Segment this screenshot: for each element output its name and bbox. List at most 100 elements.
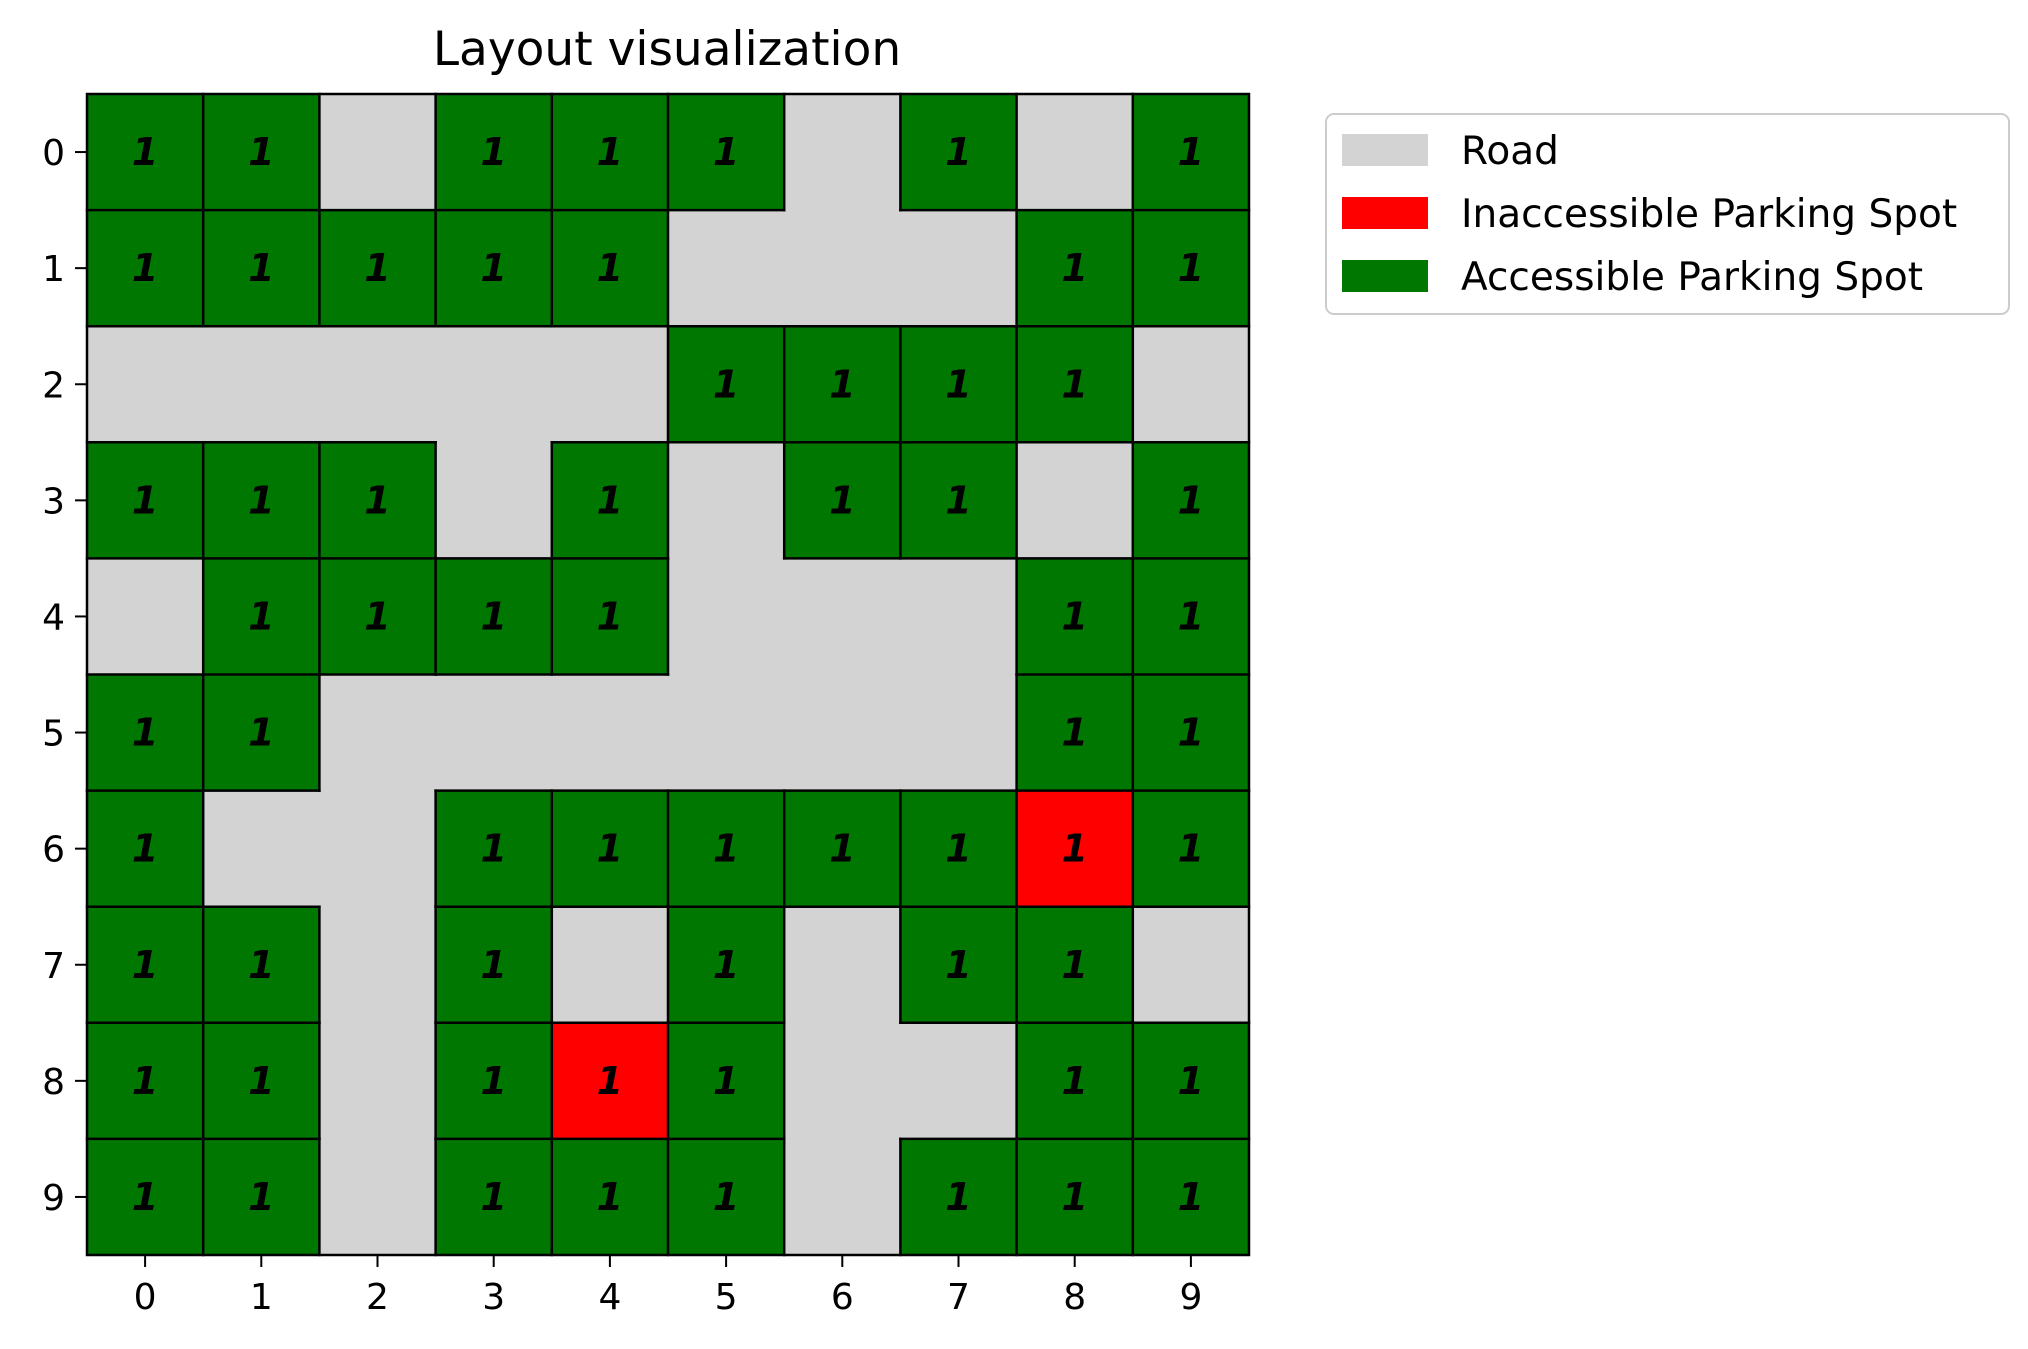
cell-accessible-spot-r3-c9 — [1132, 442, 1250, 559]
x-tick-label-7: 7 — [947, 1277, 970, 1318]
region-boundaries — [85, 92, 1251, 1257]
cell-road-r1-c6 — [784, 210, 901, 327]
cell-accessible-spot-r5-c0 — [87, 674, 204, 792]
cell-road-r7-c2 — [319, 906, 437, 1024]
x-tick-label-4: 4 — [598, 1277, 621, 1318]
cell-road-r5-c6 — [784, 674, 901, 792]
cell-accessible-spot-r0-c4 — [551, 94, 669, 211]
cell-accessible-spot-r3-c1 — [203, 442, 320, 559]
cell-label-r6-c5: 1 — [713, 827, 739, 871]
cell-label-r4-c8: 1 — [1061, 594, 1087, 638]
cell-accessible-spot-r0-c0 — [87, 94, 204, 211]
x-tick-label-8: 8 — [1063, 1277, 1086, 1318]
cell-label-r2-c8: 1 — [1061, 362, 1087, 406]
cell-accessible-spot-r5-c8 — [1016, 674, 1134, 792]
cell-road-r5-c3 — [435, 674, 553, 792]
legend-swatch-0 — [1342, 134, 1428, 166]
cell-accessible-spot-r1-c2 — [319, 210, 437, 327]
cell-accessible-spot-r3-c4 — [551, 442, 669, 559]
legend-swatch-2 — [1342, 260, 1428, 292]
cell-road-r4-c0 — [87, 558, 204, 676]
cell-accessible-spot-r1-c0 — [87, 210, 204, 327]
cell-accessible-spot-r4-c9 — [1132, 558, 1250, 676]
cell-label-r6-c4: 1 — [597, 827, 623, 871]
cell-accessible-spot-r2-c8 — [1016, 326, 1134, 443]
cell-accessible-spot-r8-c8 — [1016, 1022, 1134, 1140]
cell-road-r2-c1 — [203, 326, 320, 443]
cell-accessible-spot-r6-c9 — [1132, 790, 1250, 908]
cell-label-r1-c8: 1 — [1061, 246, 1087, 290]
cell-road-r3-c8 — [1016, 442, 1134, 559]
cell-label-r5-c8: 1 — [1061, 711, 1087, 755]
cell-label-r3-c1: 1 — [248, 478, 274, 522]
cell-label-r7-c5: 1 — [713, 943, 739, 987]
cell-accessible-spot-r8-c5 — [668, 1022, 785, 1140]
cell-accessible-spot-r7-c7 — [900, 906, 1018, 1024]
cell-inaccessible-spot-r6-c8 — [1016, 790, 1134, 908]
grid-cells — [87, 94, 1250, 1256]
cell-accessible-spot-r1-c4 — [551, 210, 669, 327]
cell-label-r3-c7: 1 — [945, 478, 971, 522]
cell-label-r6-c6: 1 — [829, 827, 855, 871]
cell-label-r7-c3: 1 — [480, 943, 506, 987]
cell-label-r2-c5: 1 — [713, 362, 739, 406]
cell-accessible-spot-r6-c6 — [784, 790, 901, 908]
cell-accessible-spot-r0-c9 — [1132, 94, 1250, 211]
cell-label-r2-c7: 1 — [945, 362, 971, 406]
cell-label-r3-c4: 1 — [597, 478, 623, 522]
cell-label-r1-c4: 1 — [597, 246, 623, 290]
y-tick-label-8: 8 — [42, 1062, 65, 1103]
cell-label-r0-c1: 1 — [248, 130, 274, 174]
legend-frame — [1325, 113, 2010, 315]
cell-label-r7-c7: 1 — [945, 943, 971, 987]
cell-road-r5-c5 — [668, 674, 785, 792]
y-tick-label-3: 3 — [42, 481, 65, 522]
cell-label-r6-c8: 1 — [1061, 827, 1087, 871]
cell-accessible-spot-r8-c9 — [1132, 1022, 1250, 1140]
cell-accessible-spot-r2-c5 — [668, 326, 785, 443]
cell-accessible-spot-r9-c7 — [900, 1138, 1018, 1256]
cell-label-r1-c2: 1 — [364, 246, 390, 290]
cell-label-r1-c1: 1 — [248, 246, 274, 290]
cell-label-r4-c9: 1 — [1178, 594, 1204, 638]
cell-label-r4-c1: 1 — [248, 594, 274, 638]
cell-label-r0-c4: 1 — [597, 130, 623, 174]
cell-label-r1-c3: 1 — [480, 246, 506, 290]
cell-label-r8-c9: 1 — [1178, 1059, 1204, 1103]
cell-accessible-spot-r3-c0 — [87, 442, 204, 559]
cell-road-r8-c2 — [319, 1022, 437, 1140]
cell-label-r9-c1: 1 — [248, 1175, 274, 1219]
cell-label-r3-c2: 1 — [364, 478, 390, 522]
cell-road-r3-c5 — [668, 442, 785, 559]
y-tick-label-9: 9 — [42, 1178, 65, 1219]
cell-label-r8-c4: 1 — [597, 1059, 623, 1103]
cell-road-r7-c4 — [551, 906, 669, 1024]
cell-label-r7-c0: 1 — [132, 943, 158, 987]
legend-label-0: Road — [1461, 129, 1559, 174]
cell-accessible-spot-r3-c6 — [784, 442, 901, 559]
legend-label-1: Inaccessible Parking Spot — [1461, 192, 1957, 237]
cell-accessible-spot-r0-c5 — [668, 94, 785, 211]
cell-label-r6-c0: 1 — [132, 827, 158, 871]
cell-label-r2-c6: 1 — [829, 362, 855, 406]
cell-accessible-spot-r1-c8 — [1016, 210, 1134, 327]
cell-road-r9-c6 — [784, 1138, 901, 1256]
cell-label-r8-c1: 1 — [248, 1059, 274, 1103]
cell-label-r9-c9: 1 — [1178, 1175, 1204, 1219]
cell-label-r8-c3: 1 — [480, 1059, 506, 1103]
cell-road-r8-c6 — [784, 1022, 901, 1140]
cell-label-r3-c6: 1 — [829, 478, 855, 522]
cell-label-r0-c5: 1 — [713, 130, 739, 174]
cell-label-r7-c1: 1 — [248, 943, 274, 987]
cell-accessible-spot-r3-c2 — [319, 442, 437, 559]
cell-label-r1-c9: 1 — [1178, 246, 1204, 290]
cell-accessible-spot-r7-c8 — [1016, 906, 1134, 1024]
x-tick-label-2: 2 — [366, 1277, 389, 1318]
cell-accessible-spot-r2-c6 — [784, 326, 901, 443]
cell-road-r7-c6 — [784, 906, 901, 1024]
cell-accessible-spot-r6-c0 — [87, 790, 204, 908]
